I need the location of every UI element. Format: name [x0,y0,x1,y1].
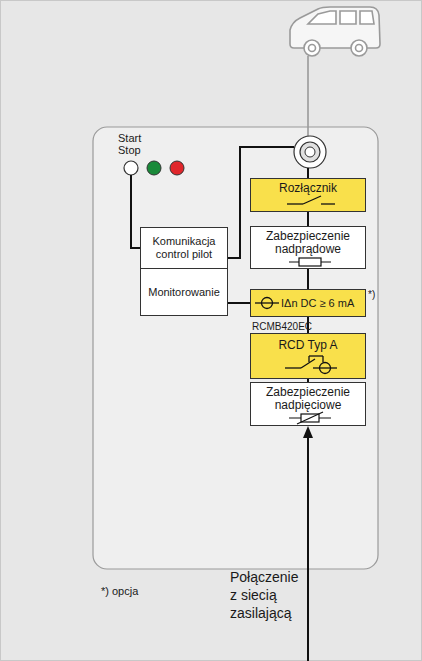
footnote-mark: *) [368,288,388,301]
socket-symbol [294,136,326,168]
button-label: Stop [118,143,158,157]
rcm-box: IΔn DC ≥ 6 mA [250,289,366,317]
button-label: Start [118,131,158,145]
red-lamp [170,161,184,175]
node-text: Rozłącznik [254,182,362,195]
supply-line [307,436,309,661]
arrowhead [303,426,313,438]
charger-housing [93,127,378,569]
footnote: *) opcja [101,584,181,598]
process-box: Komunikacja control pilot [140,227,228,269]
start-button [124,161,138,175]
protection-box: Zabezpieczenie nadpięciowe [250,382,366,426]
node-text: Monitorowanie [144,286,224,299]
switch-box: Rozłącznik [250,178,366,212]
car-icon [290,7,380,56]
wire [308,269,309,289]
node-text: Zabezpieczenie nadprądowe [254,230,362,256]
node-text: RCD Typ A [254,339,362,352]
charging-cable [307,56,309,137]
process-box: Monitorowanie [140,268,228,316]
rcd-box: RCD Typ A [250,333,366,379]
wire [228,303,250,304]
wire [308,212,309,226]
node-text: Zabezpieczenie nadpięciowe [254,386,362,412]
part-number: RCMB420EC [252,320,342,333]
wire [307,168,309,178]
supply-label: Połączenie z siecią zasilającą [230,568,304,622]
protection-box: Zabezpieczenie nadprądowe [250,226,366,269]
node-text: IΔn DC ≥ 6 mA [281,297,362,310]
node-text: Komunikacja control pilot [144,235,224,261]
wire [131,175,140,248]
green-lamp [147,161,161,175]
